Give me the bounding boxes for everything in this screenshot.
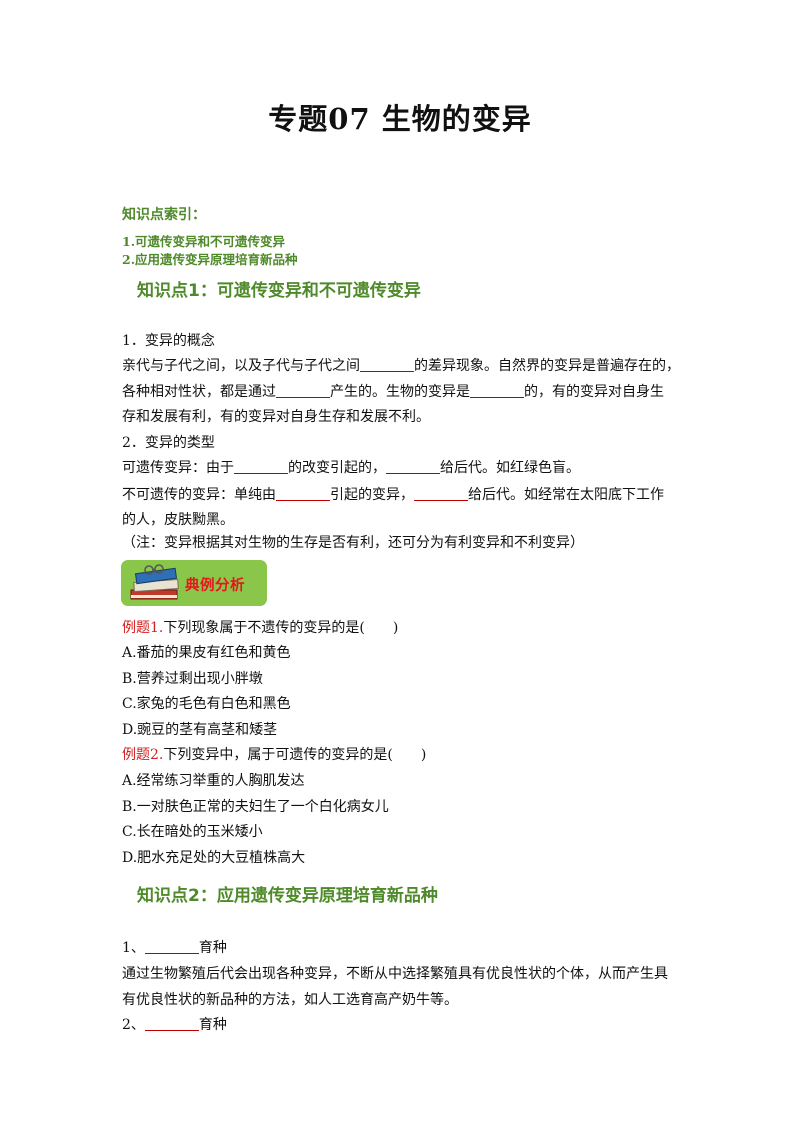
fill-blank[interactable] xyxy=(386,459,440,474)
nonheritable-line-2: 的人，皮肤黝黑。 xyxy=(122,512,234,528)
example2-option-c: C.长在暗处的玉米矮小 xyxy=(122,824,263,840)
concept-title: 1．变异的概念 xyxy=(122,333,215,349)
text-segment: 引起的变异， xyxy=(330,487,414,503)
text-segment: 的，有的变异对自身生 xyxy=(524,384,664,400)
text-segment: 的差异现象。自然界的变异是普遍存在的， xyxy=(414,358,680,374)
text-segment: 亲代与子代之间，以及子代与子代之间 xyxy=(122,358,360,374)
example-tag: 例题2. xyxy=(122,747,164,763)
text-segment: 各种相对性状，都是通过 xyxy=(122,384,276,400)
books-icon xyxy=(130,564,179,600)
item-number: 2、 xyxy=(122,1017,145,1033)
example2-option-b: B.一对肤色正常的夫妇生了一个白化病女儿 xyxy=(122,799,389,815)
item-number: 1、 xyxy=(122,940,145,956)
text-segment: 产生的。生物的变异是 xyxy=(330,384,470,400)
question-text: 下列现象属于不遗传的变异的是( ) xyxy=(163,620,399,636)
example1-option-a: A.番茄的果皮有红色和黄色 xyxy=(122,645,291,661)
badge-label: 典例分析 xyxy=(185,578,245,594)
fill-blank[interactable] xyxy=(276,383,330,398)
text-segment: 育种 xyxy=(198,1017,227,1033)
text-segment: 育种 xyxy=(198,940,227,956)
index-item-2: 2.应用遗传变异原理培育新品种 xyxy=(122,252,298,267)
nonheritable-line-1: 不可遗传的变异：单纯由 引起的变异， 给后代。如经常在太阳底下工作 xyxy=(122,485,664,505)
heritable-line: 可遗传变异：由于 的改变引起的， 给后代。如红绿色盲。 xyxy=(122,458,580,478)
page-title: 专题07 生物的变异 xyxy=(268,102,532,136)
index-item-1: 1.可遗传变异和不可遗传变异 xyxy=(122,234,286,249)
example-tag: 例题1. xyxy=(122,620,164,636)
fill-blank[interactable] xyxy=(470,383,524,398)
concept-line-3: 存和发展有利，有的变异对自身生存和发展不利。 xyxy=(122,409,430,425)
fill-blank[interactable] xyxy=(144,1016,199,1031)
breeding-desc-line-1: 通过生物繁殖后代会出现各种变异，不断从中选择繁殖具有优良性状的个体，从而产生具 xyxy=(122,966,668,982)
text-segment: 给后代。如经常在太阳底下工作 xyxy=(468,487,664,503)
section2-heading: 知识点2：应用遗传变异原理培育新品种 xyxy=(137,886,438,906)
fill-blank[interactable] xyxy=(414,486,468,501)
example2-option-a: A.经常练习举重的人胸肌发达 xyxy=(122,773,305,789)
text-segment: 不可遗传的变异：单纯由 xyxy=(122,487,276,503)
types-title: 2．变异的类型 xyxy=(122,435,215,451)
question-text: 下列变异中，属于可遗传的变异的是( ) xyxy=(163,747,427,763)
example1-option-c: C.家兔的毛色有白色和黑色 xyxy=(122,696,291,712)
breeding-desc-line-2: 有优良性状的新品种的方法，如人工选育高产奶牛等。 xyxy=(122,992,458,1008)
index-heading: 知识点索引： xyxy=(122,207,206,223)
fill-blank[interactable] xyxy=(276,486,330,501)
example2-question: 例题2.下列变异中，属于可遗传的变异的是( ) xyxy=(122,745,426,765)
example2-option-d: D.肥水充足处的大豆植株高大 xyxy=(122,850,306,866)
text-segment: 可遗传变异：由于 xyxy=(122,460,234,476)
text-segment: 给后代。如红绿色盲。 xyxy=(440,460,580,476)
concept-line-2: 各种相对性状，都是通过 产生的。生物的变异是 的，有的变异对自身生 xyxy=(122,382,664,402)
text-segment: 的改变引起的， xyxy=(288,460,386,476)
breeding-item-1: 1、 育种 xyxy=(122,938,227,958)
concept-line-1: 亲代与子代之间，以及子代与子代之间 的差异现象。自然界的变异是普遍存在的， xyxy=(122,356,680,376)
example1-option-d: D.豌豆的茎有高茎和矮茎 xyxy=(122,722,278,738)
example1-option-b: B.营养过剩出现小胖墩 xyxy=(122,671,263,687)
breeding-item-2: 2、 育种 xyxy=(122,1015,227,1035)
example1-question: 例题1.下列现象属于不遗传的变异的是( ) xyxy=(122,618,398,638)
fill-blank[interactable] xyxy=(144,939,199,954)
example-analysis-badge: 典例分析 xyxy=(121,560,267,606)
note-line: （注：变异根据其对生物的生存是否有利，还可分为有利变异和不利变异） xyxy=(122,535,584,551)
section1-heading: 知识点1：可遗传变异和不可遗传变异 xyxy=(137,281,421,301)
fill-blank[interactable] xyxy=(234,459,288,474)
fill-blank[interactable] xyxy=(360,357,414,372)
